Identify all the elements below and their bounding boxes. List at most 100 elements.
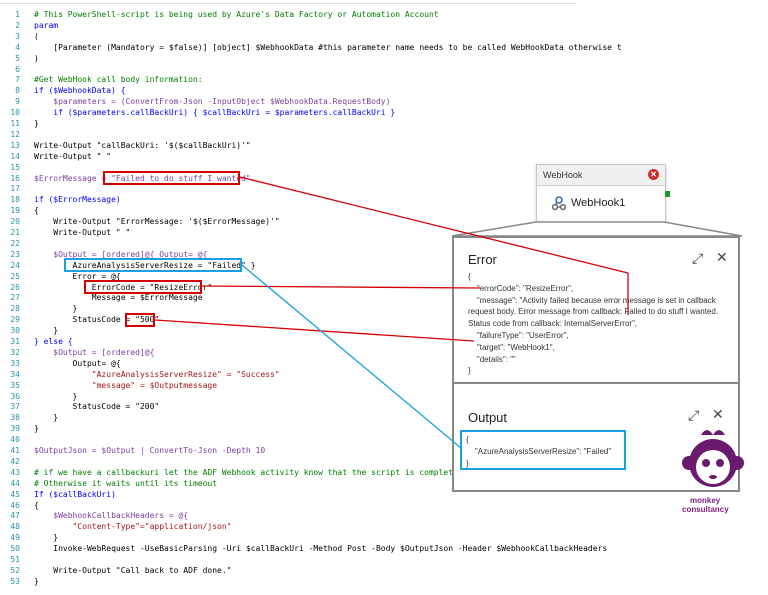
- code-text: param: [34, 20, 59, 30]
- line-number: 53: [10, 576, 20, 586]
- expand-icon[interactable]: ⤢: [692, 250, 704, 266]
- code-text: "Content-Type"="application/json": [34, 522, 232, 532]
- code-text: "AzureAnalysisServerResize" = "Success": [34, 369, 280, 379]
- highlight-output-failed: [64, 258, 242, 272]
- highlight-errormessage-string: [103, 171, 240, 185]
- line-number: 19: [10, 206, 20, 216]
- line-number: 20: [10, 217, 20, 227]
- code-text: {: [34, 500, 39, 510]
- code-text: Invoke-WebRequest -UseBasicParsing -Uri …: [34, 544, 608, 554]
- monkey-logo: [682, 430, 744, 487]
- code-text: # This PowerShell-script is being used b…: [34, 10, 439, 19]
- error-status-icon[interactable]: ✕: [648, 169, 659, 180]
- success-connector: [665, 191, 670, 197]
- webhook-icon: [551, 196, 567, 211]
- line-number: 13: [10, 140, 20, 150]
- json-line: "message": "Activity failed because erro…: [468, 295, 716, 305]
- code-text: if ($WebhookData) {: [34, 86, 126, 96]
- line-number: 47: [10, 511, 20, 521]
- json-line: "AzureAnalysisServerResize": "Failed": [466, 447, 612, 456]
- line-number: 15: [10, 162, 20, 172]
- code-text: }: [34, 326, 59, 336]
- code-text: $WebhookCallbackHeaders = @{: [34, 511, 189, 521]
- line-number: 4: [15, 42, 20, 52]
- code-text: if ($ErrorMessage): [34, 195, 121, 205]
- highlight-statuscode: [125, 313, 155, 327]
- line-number: 5: [15, 53, 20, 63]
- webhook-activity-card[interactable]: WebHook ✕ WebHook1: [536, 164, 670, 224]
- error-panel-title: Error: [468, 252, 497, 267]
- line-number: 46: [10, 500, 20, 510]
- brand-name-line1: monkey: [690, 496, 721, 505]
- code-text: Write-Output " ": [34, 151, 112, 161]
- close-icon[interactable]: ✕: [712, 406, 724, 422]
- line-number: 43: [10, 467, 20, 477]
- code-text: StatusCode = "500": [34, 315, 160, 325]
- code-text: (: [34, 31, 39, 41]
- code-text: }: [34, 576, 39, 586]
- webhook-activity-name: WebHook1: [571, 197, 626, 209]
- line-number: 27: [10, 293, 20, 303]
- line-number: 37: [10, 402, 20, 412]
- line-number: 42: [10, 456, 20, 466]
- line-number: 50: [10, 544, 20, 554]
- json-line: Status code from callback: InternalServe…: [468, 319, 638, 329]
- line-number: 22: [10, 238, 20, 248]
- code-text: }: [34, 391, 78, 401]
- line-number: 3: [15, 31, 20, 41]
- code-text: If ($callBackUri): [34, 489, 116, 499]
- code-text: Error = @{: [34, 271, 121, 281]
- line-number: 24: [10, 260, 20, 270]
- line-number: 44: [10, 478, 20, 488]
- line-number: 16: [10, 173, 20, 183]
- line-number: 52: [10, 565, 20, 575]
- code-text: }: [34, 533, 59, 543]
- output-panel-title: Output: [468, 410, 508, 425]
- line-number: 29: [10, 315, 20, 325]
- code-text: # if we have a callbackuri let the ADF W…: [34, 467, 458, 477]
- json-line: "errorCode": "ResizeError",: [468, 283, 574, 293]
- code-text: "message" = $Outputmessage: [34, 380, 218, 390]
- code-editor[interactable]: 1# This PowerShell-script is being used …: [0, 0, 621, 595]
- line-number: 31: [10, 337, 20, 346]
- code-text: ): [34, 53, 39, 63]
- code-text: $Output = [ordered]@{: [34, 347, 155, 357]
- close-icon[interactable]: ✕: [716, 249, 728, 265]
- code-text: }: [34, 119, 39, 128]
- code-text: Write-Output "callBackUri: '$($callBackU…: [34, 140, 251, 150]
- line-number: 14: [10, 151, 20, 161]
- code-text: #Get WebHook call body information:: [34, 75, 203, 85]
- line-number: 36: [10, 391, 20, 401]
- code-text: # Otherwise it waits until its timeout: [34, 478, 218, 488]
- json-line: request body. Error message from callbac…: [468, 307, 719, 317]
- code-text: [Parameter (Mandatory = $false)] [object…: [34, 42, 622, 52]
- code-text: Write-Output "Call back to ADF done.": [34, 565, 232, 575]
- json-line: "failureType": "UserError",: [468, 331, 569, 340]
- line-number: 30: [10, 326, 20, 336]
- line-number: 49: [10, 533, 20, 543]
- code-text: if ($parameters.callBackUri) { $callBack…: [34, 108, 396, 118]
- code-text: $parameters = (ConvertFrom-Json -InputOb…: [34, 97, 391, 107]
- webhook-card-header: WebHook ✕: [537, 165, 665, 186]
- line-number: 23: [10, 249, 20, 259]
- line-number: 45: [10, 489, 20, 499]
- json-line: {: [468, 272, 471, 281]
- line-number: 26: [10, 282, 20, 292]
- line-number: 32: [10, 347, 20, 357]
- expand-icon[interactable]: ⤢: [688, 407, 700, 423]
- line-number: 18: [10, 195, 20, 205]
- line-number: 35: [10, 380, 20, 390]
- line-number: 41: [10, 446, 20, 455]
- line-number: 28: [10, 304, 20, 314]
- code-text: Message = $ErrorMessage: [34, 293, 203, 303]
- code-text: }: [34, 413, 59, 423]
- json-line: {: [466, 435, 469, 444]
- line-number: 7: [15, 75, 20, 85]
- line-number: 51: [10, 555, 20, 564]
- line-number: 21: [10, 228, 20, 237]
- editor-top-rule: [0, 3, 576, 4]
- line-number: 38: [10, 413, 20, 423]
- line-number: 17: [10, 184, 20, 194]
- line-number: 2: [15, 20, 20, 30]
- webhook-card-body: WebHook1: [537, 186, 665, 223]
